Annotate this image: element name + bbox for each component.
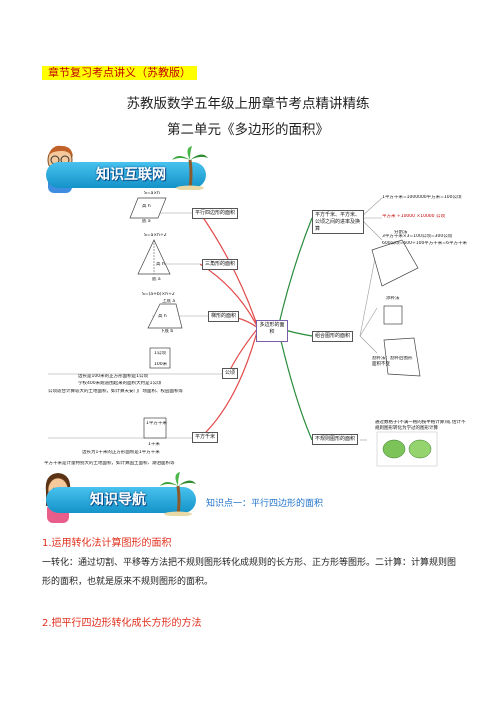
parallelogram-note-height: 高 h — [142, 204, 151, 209]
mindmap-center-node: 多边形的面积 — [256, 320, 288, 342]
document-title: 苏教版数学五年级上册章节考点精讲精练 — [126, 96, 370, 112]
conversion-note-3: 3平方千米×3=100公顷=300公顷 — [382, 234, 453, 239]
parallelogram-note-base: 底 a — [142, 219, 151, 224]
section-heading-1: 1.运用转化法计算图形的面积 — [42, 538, 172, 549]
sq-km-note-1: 1平方千米 — [146, 421, 167, 426]
composite-note-cut: 割补法：割补后图形面积不变 — [372, 356, 413, 367]
triangle-note-height: 高 h — [156, 262, 165, 267]
conversion-note-4: 600公顷=600÷100平方千米=6平方千米 — [382, 241, 467, 246]
trapezoid-note-bottom: 下底 b — [160, 329, 174, 334]
hectare-note-3: 边长是100米的正方形面积是1公顷 — [78, 374, 148, 379]
composite-note-fill: 添补法 — [386, 296, 400, 301]
triangle-formula: S=a×h÷2 — [144, 233, 167, 238]
mind-map: 多边形的面积 平行四边形的面积 S=a×h 底 a 高 h 三角形的面积 S=a… — [42, 188, 472, 478]
sq-km-note-3: 边长为1千米的正方形面积是1平方千米 — [82, 450, 160, 455]
mindmap-node-hectare: 公顷 — [222, 368, 239, 379]
irregular-note: 通过数格子(不满一格的按半格计算)或 估计不规则图形转化为学过的图形计算 — [375, 420, 466, 431]
sq-km-note-2: 1千米 — [148, 442, 160, 447]
mindmap-node-triangle: 三角形的面积 — [202, 259, 239, 270]
hectare-note-2: 100米 — [154, 362, 168, 367]
knowledge-nav-label: 知识导航 — [90, 492, 146, 508]
conversion-note-2: 平方米 ÷10000 ×10000 公顷 — [382, 214, 445, 219]
knowledge-web-banner — [46, 162, 206, 188]
trapezoid-formula: S=(a+b)×h÷2 — [142, 292, 175, 297]
composite-note-split: 分割法 — [394, 230, 408, 235]
trapezoid-note-height: 高 h — [158, 314, 167, 319]
mindmap-node-unit-conversion: 平方千米、平方米、公顷之间的进率及换算 — [312, 210, 364, 234]
parallelogram-formula: S=a×h — [144, 191, 161, 196]
triangle-note-base: 底 a — [152, 277, 161, 282]
trapezoid-note-top: 上底 a — [162, 299, 176, 304]
palm-tree-icon — [170, 146, 210, 191]
knowledge-point-title: 知识点一：平行四边形的面积 — [206, 499, 324, 509]
mindmap-node-composite: 组合图形的面积 — [312, 331, 354, 342]
hectare-note-5: 公顷适合计算较大的土地面积，如计算天安门广场面积、校园面积等 — [48, 389, 183, 394]
conversion-note-1: 1平方千米=1000000平方米=100公顷 — [382, 195, 462, 200]
handout-tag: 章节复习考点讲义（苏教版） — [42, 66, 197, 80]
hectare-note-1: 1公顷 — [154, 351, 166, 356]
document-subtitle: 第二单元《多边形的面积》 — [167, 122, 329, 138]
knowledge-nav-banner — [46, 487, 196, 513]
palm-tree-icon — [158, 472, 198, 517]
section-paragraph-1: 一转化：通过切割、平移等方法把不规则图形转化成规则的长方形、正方形等图形。二计算… — [42, 558, 457, 587]
sq-km-note-4: 平方千米是计量特别大的土地面积，如计算国土面积、湖泊面积等 — [44, 461, 175, 466]
hectare-note-4: 学校400米跑道围起来的面积大约是1公顷 — [78, 381, 162, 386]
mindmap-node-irregular: 不规则图形的面积 — [312, 434, 359, 445]
section-heading-2: 2.把平行四边形转化成长方形的方法 — [42, 618, 202, 629]
mindmap-node-sq-km: 平方千米 — [192, 432, 219, 443]
mindmap-node-parallelogram: 平行四边形的面积 — [192, 208, 239, 219]
knowledge-web-label: 知识互联网 — [96, 167, 166, 183]
mindmap-node-trapezoid: 梯形的面积 — [208, 311, 240, 322]
